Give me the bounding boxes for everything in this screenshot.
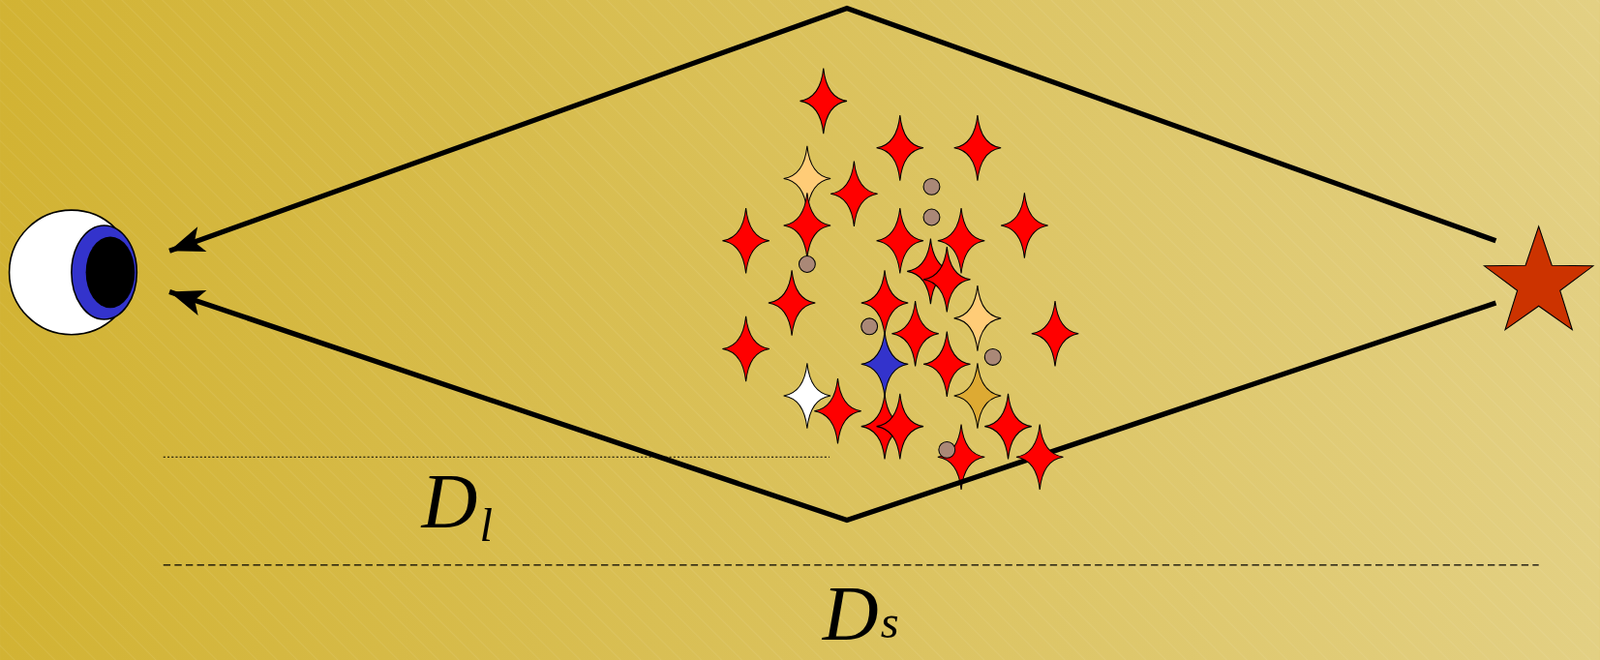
dark-object bbox=[861, 318, 878, 335]
dark-object bbox=[798, 256, 816, 273]
cluster-star bbox=[800, 68, 847, 134]
cluster-star bbox=[984, 393, 1031, 459]
observer-eye bbox=[9, 210, 138, 335]
cluster-star bbox=[861, 332, 908, 397]
cluster-star bbox=[814, 378, 861, 444]
cluster-star bbox=[722, 316, 769, 382]
cluster-star bbox=[954, 285, 1001, 351]
cluster-star bbox=[1016, 424, 1063, 490]
cluster-star bbox=[722, 208, 769, 273]
cluster-star bbox=[876, 393, 924, 459]
cluster-star bbox=[1031, 301, 1079, 366]
cluster-star bbox=[954, 362, 1001, 428]
distance-subscript: l bbox=[479, 502, 492, 550]
dark-object bbox=[923, 209, 940, 226]
eye-iris bbox=[71, 225, 137, 320]
light-ray bbox=[169, 7, 1496, 251]
source-star bbox=[1483, 226, 1593, 331]
distance-subscript: s bbox=[880, 599, 900, 647]
cluster-star bbox=[768, 270, 816, 335]
dark-object bbox=[938, 441, 956, 458]
light-ray bbox=[169, 291, 1496, 520]
distance-symbol: D bbox=[822, 574, 879, 653]
dark-object bbox=[984, 349, 1001, 366]
cluster-star bbox=[861, 270, 908, 335]
eye-pupil bbox=[86, 237, 136, 309]
cluster-star bbox=[876, 208, 924, 273]
cluster-star bbox=[830, 161, 877, 227]
cluster-star bbox=[876, 115, 924, 181]
distance-symbol: D bbox=[421, 462, 478, 541]
cluster-star bbox=[923, 246, 970, 312]
cluster-star bbox=[891, 301, 938, 366]
cluster-star bbox=[954, 115, 1001, 181]
cluster-star bbox=[784, 362, 831, 428]
lens-cluster bbox=[722, 68, 1079, 490]
dark-object bbox=[923, 178, 940, 195]
lens-distance-line bbox=[163, 456, 830, 458]
cluster-star bbox=[923, 332, 970, 397]
cluster-star bbox=[1000, 192, 1048, 258]
source-distance-line bbox=[163, 564, 1540, 566]
cluster-star bbox=[784, 192, 831, 258]
